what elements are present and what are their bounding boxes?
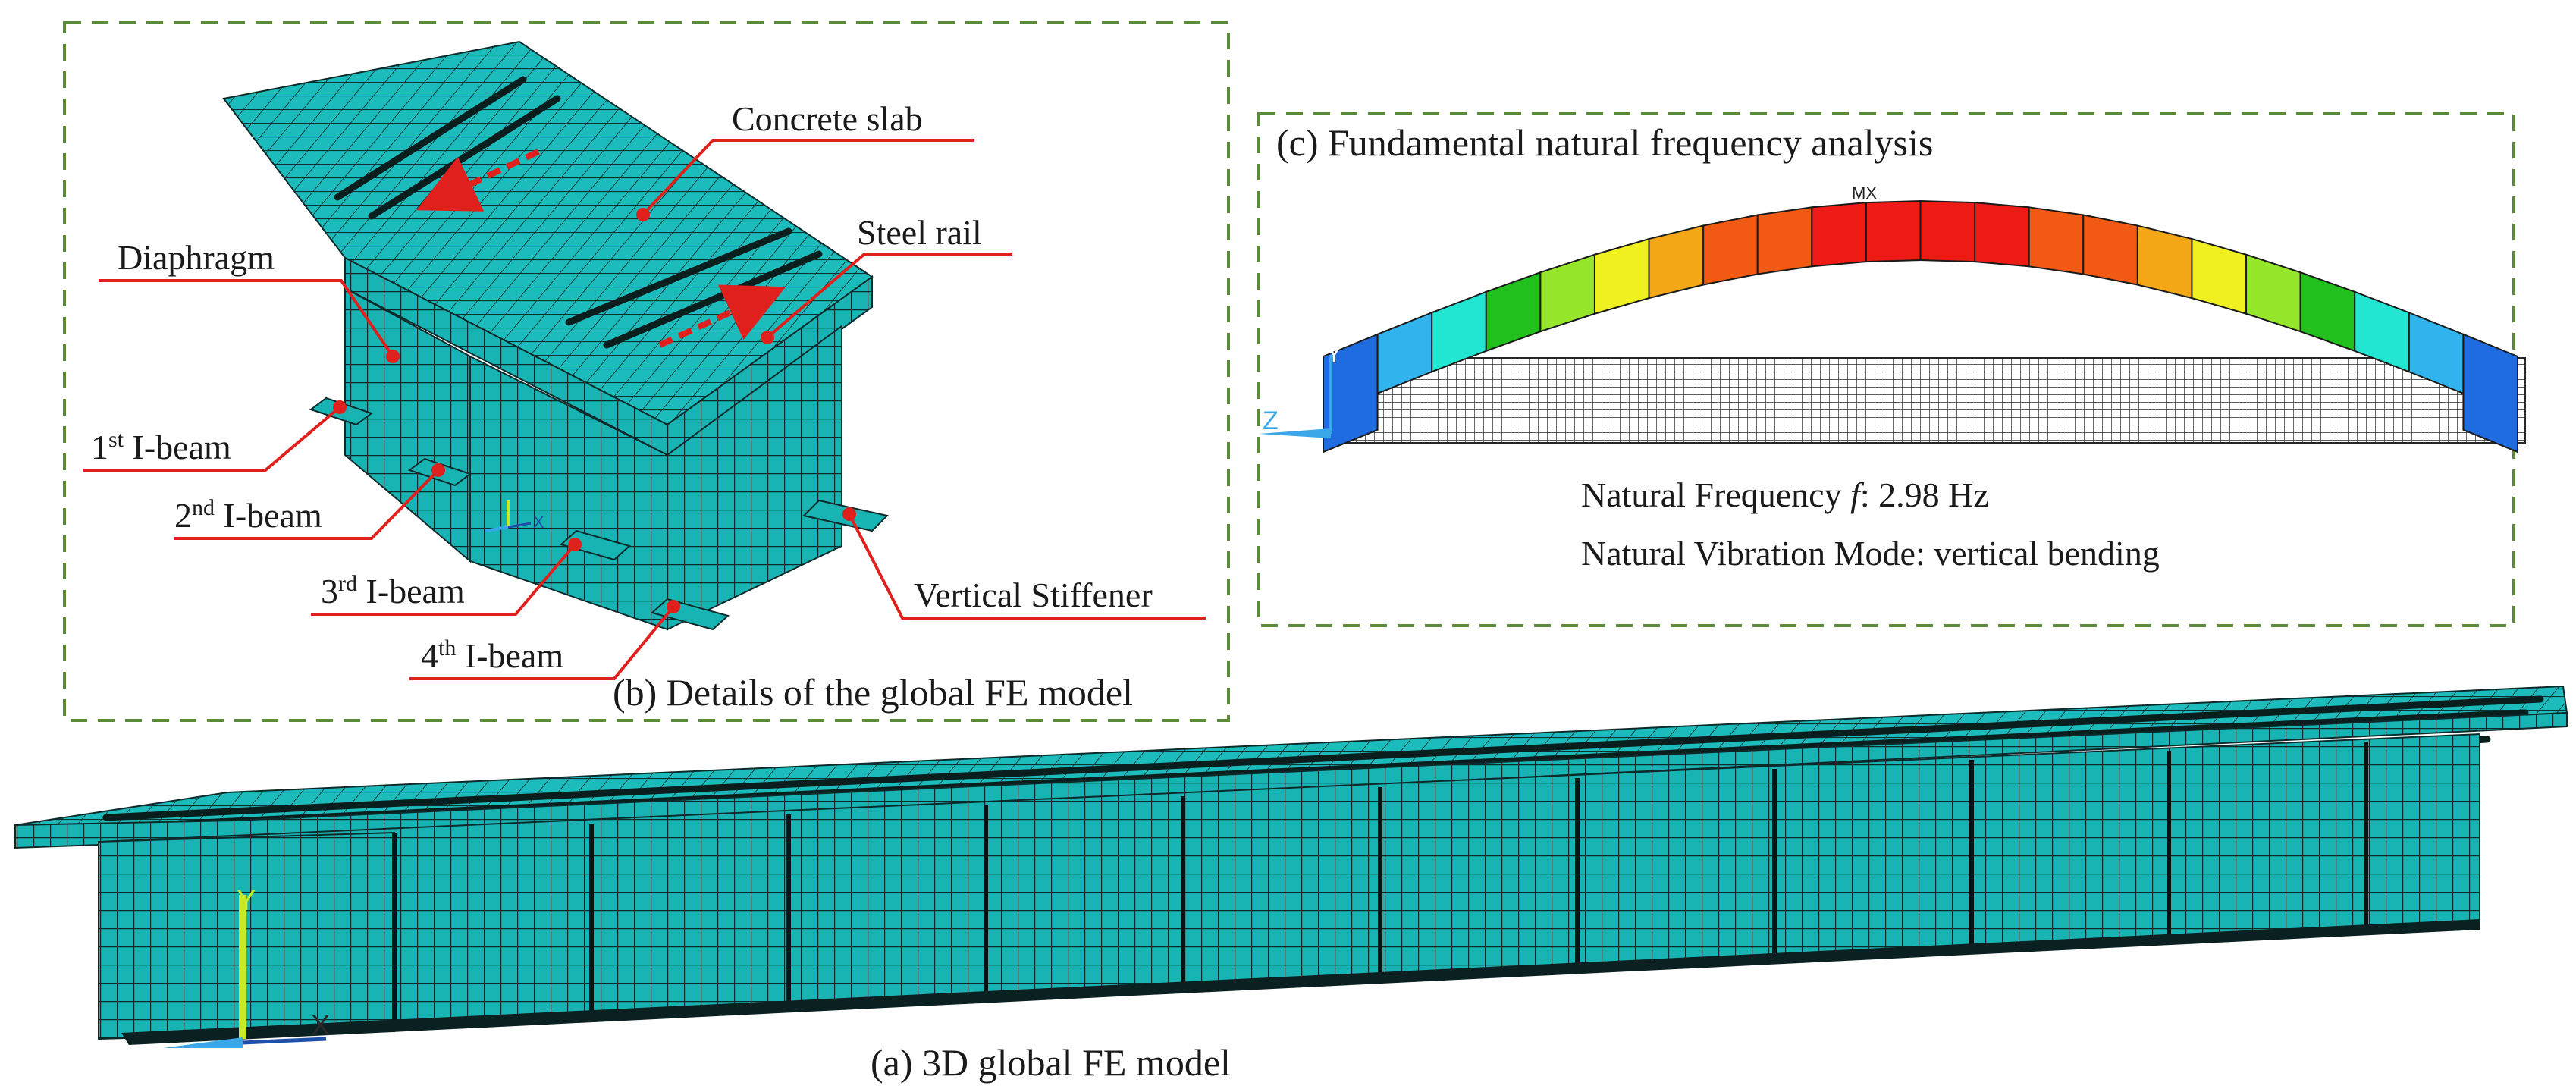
mode-shape-segment	[1756, 206, 1813, 275]
label-1st-i-beam: 1st I-beam	[91, 427, 231, 466]
label-diaphragm: Diaphragm	[118, 238, 275, 277]
panel-c-frequency: (c) Fundamental natural frequency analys…	[1257, 112, 2526, 627]
panel-a-caption: (a) 3D global FE model	[871, 1041, 1231, 1084]
direction-arrow-right	[658, 284, 786, 348]
mode-shape-segment	[2462, 333, 2518, 453]
global-deck-edge	[14, 711, 2568, 849]
natural-frequency-text: Natural Frequency f: 2.98 Hz	[1581, 475, 1989, 514]
mode-shape-contour	[1323, 199, 2518, 453]
mode-shape-segment	[2136, 224, 2193, 300]
mode-shape-segment	[1323, 333, 1379, 453]
undeformed-mesh	[1326, 357, 2526, 444]
panel-b-leaders	[83, 139, 1206, 680]
mode-shape-segment	[2028, 206, 2085, 275]
label-concrete-slab: Concrete slab	[732, 99, 923, 138]
mode-shape-segment	[1648, 224, 1705, 300]
mx-marker: MX	[1852, 184, 1877, 202]
label-4th-i-beam: 4th I-beam	[421, 635, 563, 675]
mode-shape-segment	[1974, 201, 2030, 268]
vibration-mode-text: Natural Vibration Mode: vertical bending	[1581, 534, 2160, 573]
mode-shape-segment	[1919, 199, 1976, 263]
mode-shape-segment	[1811, 201, 1867, 268]
detail-girder-web-right	[667, 325, 842, 631]
panel-b-details: X Concrete slab Steel rail Diaphragm	[63, 21, 1230, 722]
panel-b-caption: (b) Details of the global FE model	[613, 671, 1133, 714]
modal-axis-y-label: Y	[1326, 340, 1343, 369]
mode-shape-segment	[1702, 214, 1759, 286]
detail-axis-triad: X	[485, 500, 544, 532]
mode-shape-segment	[1865, 199, 1922, 263]
label-steel-rail: Steel rail	[857, 213, 982, 252]
global-bottom-flange	[121, 919, 2480, 1045]
global-stiffeners	[392, 742, 2368, 1031]
global-axis-x-label: X	[311, 1010, 330, 1042]
mode-shape-segment	[2082, 214, 2138, 286]
label-3rd-i-beam: 3rd I-beam	[321, 571, 465, 610]
global-axis-y-label: Y	[237, 885, 256, 917]
panel-c-title: (c) Fundamental natural frequency analys…	[1276, 121, 1933, 164]
modal-axis-z-label: Z	[1263, 406, 1279, 435]
label-vertical-stiffener: Vertical Stiffener	[914, 576, 1153, 614]
panel-a-global-model: Y X (a) 3D global FE model	[14, 685, 2568, 1084]
modal-axis-triad: Y Z	[1259, 340, 1343, 438]
global-axis-triad: Y X	[163, 885, 330, 1048]
detail-rails	[334, 76, 823, 349]
label-2nd-i-beam: 2nd I-beam	[174, 495, 322, 535]
detail-slab-end	[667, 275, 873, 457]
panel-b-leader-dots	[333, 208, 856, 613]
direction-arrow-left	[416, 149, 540, 212]
detail-axis-x-label: X	[533, 513, 544, 532]
